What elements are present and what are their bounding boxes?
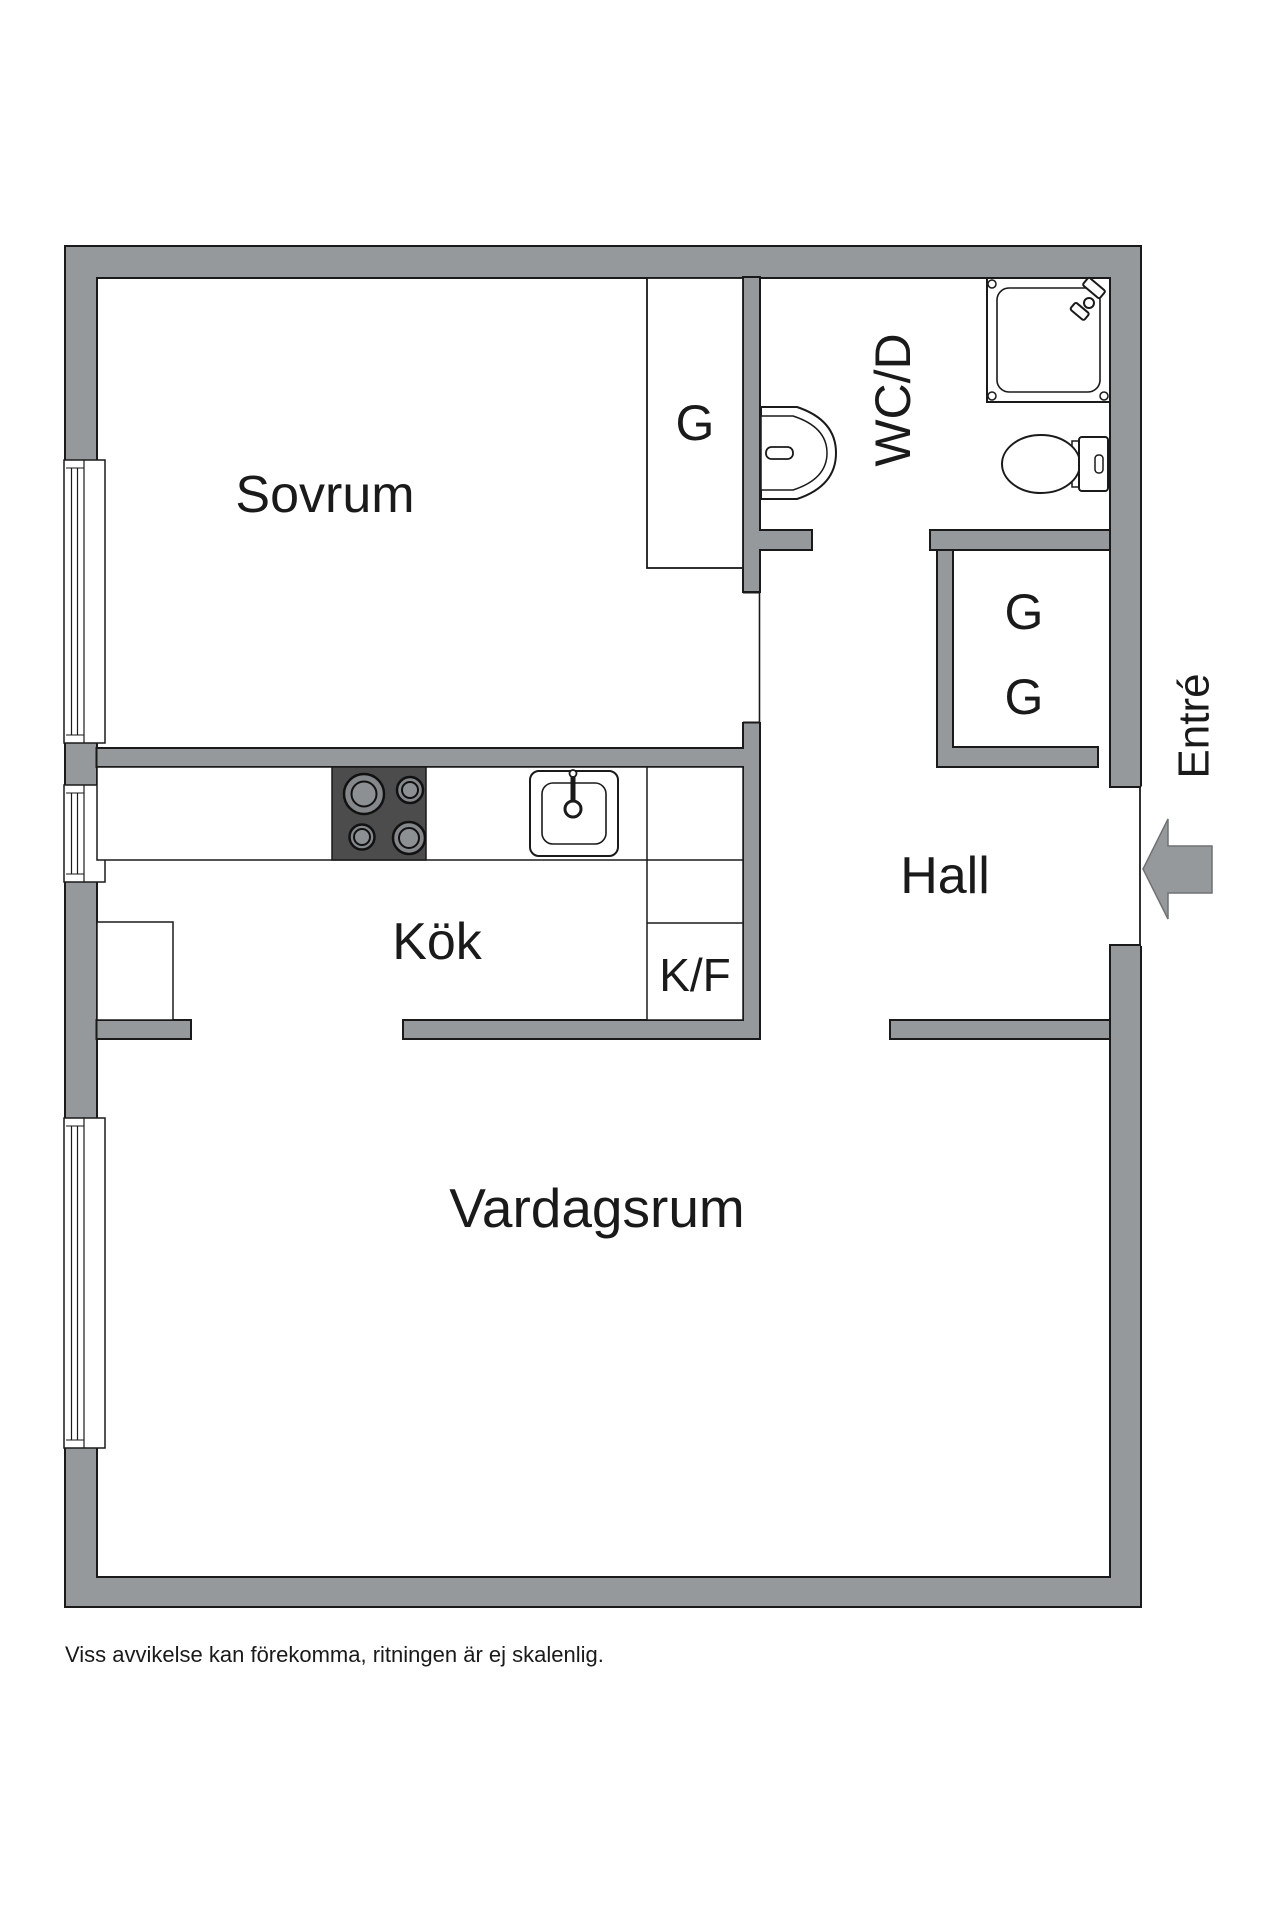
interior-wall-wardrobe — [936, 549, 1099, 768]
room-label-bedroom: Sovrum — [235, 466, 414, 524]
wardrobe-bedroom-box — [646, 277, 744, 569]
room-label-hall: Hall — [900, 847, 990, 905]
appliance-label-fridge-freezer: K/F — [659, 949, 731, 1001]
closet-label-hall-wardrobe-bottom: G — [1005, 669, 1044, 725]
kitchen-counter-left — [96, 921, 174, 1021]
shower — [986, 276, 1111, 403]
interior-wall-wardrobe-top — [929, 529, 1111, 551]
shower-head-icon — [1069, 276, 1106, 321]
interior-wall-livingroom-left-stub — [95, 1019, 192, 1040]
window-bedroom — [63, 459, 106, 744]
entrance-opening — [1107, 786, 1143, 946]
door-opening-bedroom — [741, 591, 762, 724]
entrance-arrow-icon — [1142, 818, 1213, 920]
cooktop — [331, 766, 427, 861]
window-livingroom — [63, 1117, 106, 1449]
room-label-livingroom: Vardagsrum — [449, 1177, 745, 1239]
entrance-label: Entré — [1170, 673, 1219, 778]
bathroom-sink — [760, 406, 838, 500]
room-label-kitchen: Kök — [392, 913, 483, 971]
interior-wall-hall-livingroom — [889, 1019, 1111, 1040]
fridge-freezer — [646, 766, 744, 1021]
closet-label-bedroom-wardrobe: G — [676, 395, 715, 451]
kitchen-sink — [529, 769, 619, 857]
toilet — [1001, 434, 1109, 494]
caption: Viss avvikelse kan förekomma, ritningen … — [65, 1642, 604, 1667]
closet-label-hall-wardrobe-top: G — [1005, 584, 1044, 640]
room-label-bathroom: WC/D — [865, 333, 921, 466]
